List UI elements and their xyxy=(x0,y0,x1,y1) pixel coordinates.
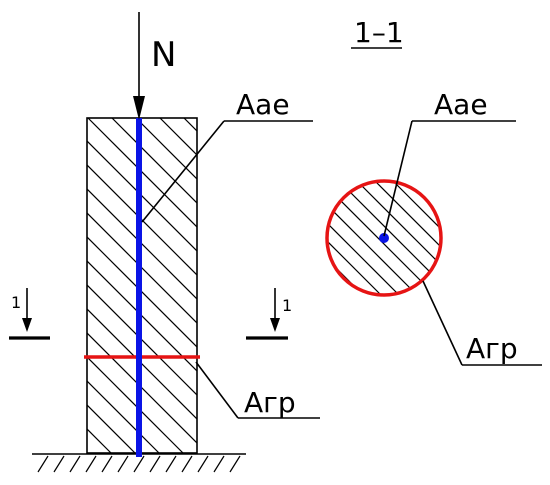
ground-area-label-side: Агр xyxy=(244,386,296,419)
ground-hatch-tick xyxy=(181,455,193,473)
hatch-line xyxy=(87,332,197,444)
hatch-line xyxy=(448,118,550,453)
ground-area-leader-side xyxy=(195,361,320,419)
hatch-line xyxy=(501,181,550,295)
hatch-line xyxy=(304,118,550,453)
hatch-line xyxy=(356,181,441,295)
force-arrow xyxy=(133,12,145,120)
ground-hatch-tick xyxy=(85,455,97,473)
hatch-line xyxy=(87,308,197,420)
hatch-line xyxy=(392,181,441,295)
hatch-line xyxy=(352,118,550,453)
hatch-line xyxy=(87,284,197,396)
section-title: 1–1 xyxy=(354,16,404,49)
hatch-line xyxy=(338,181,441,295)
ground-hatch-tick xyxy=(37,455,49,473)
ground-hatching xyxy=(37,455,241,473)
force-label: N xyxy=(151,35,176,75)
hatch-line xyxy=(327,181,328,295)
ground-hatch-tick xyxy=(213,455,225,473)
hatch-line xyxy=(496,118,550,453)
ground-hatch-tick xyxy=(229,455,241,473)
ground-hatch-tick xyxy=(165,455,177,473)
hatch-line xyxy=(472,118,550,453)
hatch-line xyxy=(111,118,197,204)
hatch-line xyxy=(447,181,550,295)
hatch-line xyxy=(483,181,550,295)
hatch-line xyxy=(428,181,441,295)
ground-hatch-tick xyxy=(101,455,113,473)
section-mark-left xyxy=(9,288,50,340)
hatch-line xyxy=(327,181,382,295)
hatch-line xyxy=(87,164,197,276)
hatch-line xyxy=(87,356,184,453)
hatch-line xyxy=(87,118,197,228)
hatch-line xyxy=(424,118,550,453)
hatch-line xyxy=(87,380,160,453)
hatch-line xyxy=(374,181,441,295)
hatch-line xyxy=(410,181,441,295)
hatch-line xyxy=(537,181,550,295)
hatch-line xyxy=(87,428,112,453)
hatch-line xyxy=(256,118,550,453)
hatch-line xyxy=(87,188,197,300)
section-mark-left-label: 1 xyxy=(11,293,21,312)
anchor-leader-section xyxy=(383,120,516,237)
hatch-line xyxy=(327,181,436,295)
ground-area-label-section: Агр xyxy=(466,332,518,365)
hatch-line xyxy=(159,118,197,156)
cross-section xyxy=(325,179,550,297)
hatch-line xyxy=(519,181,550,295)
section-mark-right-label: 1 xyxy=(282,296,292,315)
ground-area-leader-section xyxy=(422,280,542,366)
hatch-line xyxy=(328,118,550,453)
hatch-line xyxy=(400,118,550,453)
hatch-line xyxy=(87,452,88,453)
hatch-line xyxy=(376,118,550,453)
ground-hatch-tick xyxy=(149,455,161,473)
hatch-line xyxy=(87,236,197,348)
section-mark-right xyxy=(246,288,288,340)
hatch-line xyxy=(520,118,550,453)
anchor-leader-side xyxy=(141,120,313,223)
anchor-area-label-side: Aae xyxy=(236,88,290,121)
anchor-area-label-section: Aae xyxy=(434,88,488,121)
column-hatching xyxy=(87,118,550,453)
hatch-line xyxy=(465,181,550,295)
ground-hatch-tick xyxy=(133,455,145,473)
hatch-line xyxy=(327,181,400,295)
ground-hatch-tick xyxy=(69,455,81,473)
ground-hatch-tick xyxy=(53,455,65,473)
hatch-line xyxy=(327,181,418,295)
hatch-line xyxy=(87,260,197,372)
ground-hatch-tick xyxy=(117,455,129,473)
anchor-point xyxy=(379,233,389,243)
ground-area-circle xyxy=(325,179,443,297)
force-arrow-head xyxy=(133,96,145,120)
hatch-line xyxy=(87,212,197,324)
ground-hatch-tick xyxy=(197,455,209,473)
hatch-line xyxy=(327,181,364,295)
hatch-line xyxy=(87,140,197,252)
hatch-line xyxy=(135,118,197,180)
